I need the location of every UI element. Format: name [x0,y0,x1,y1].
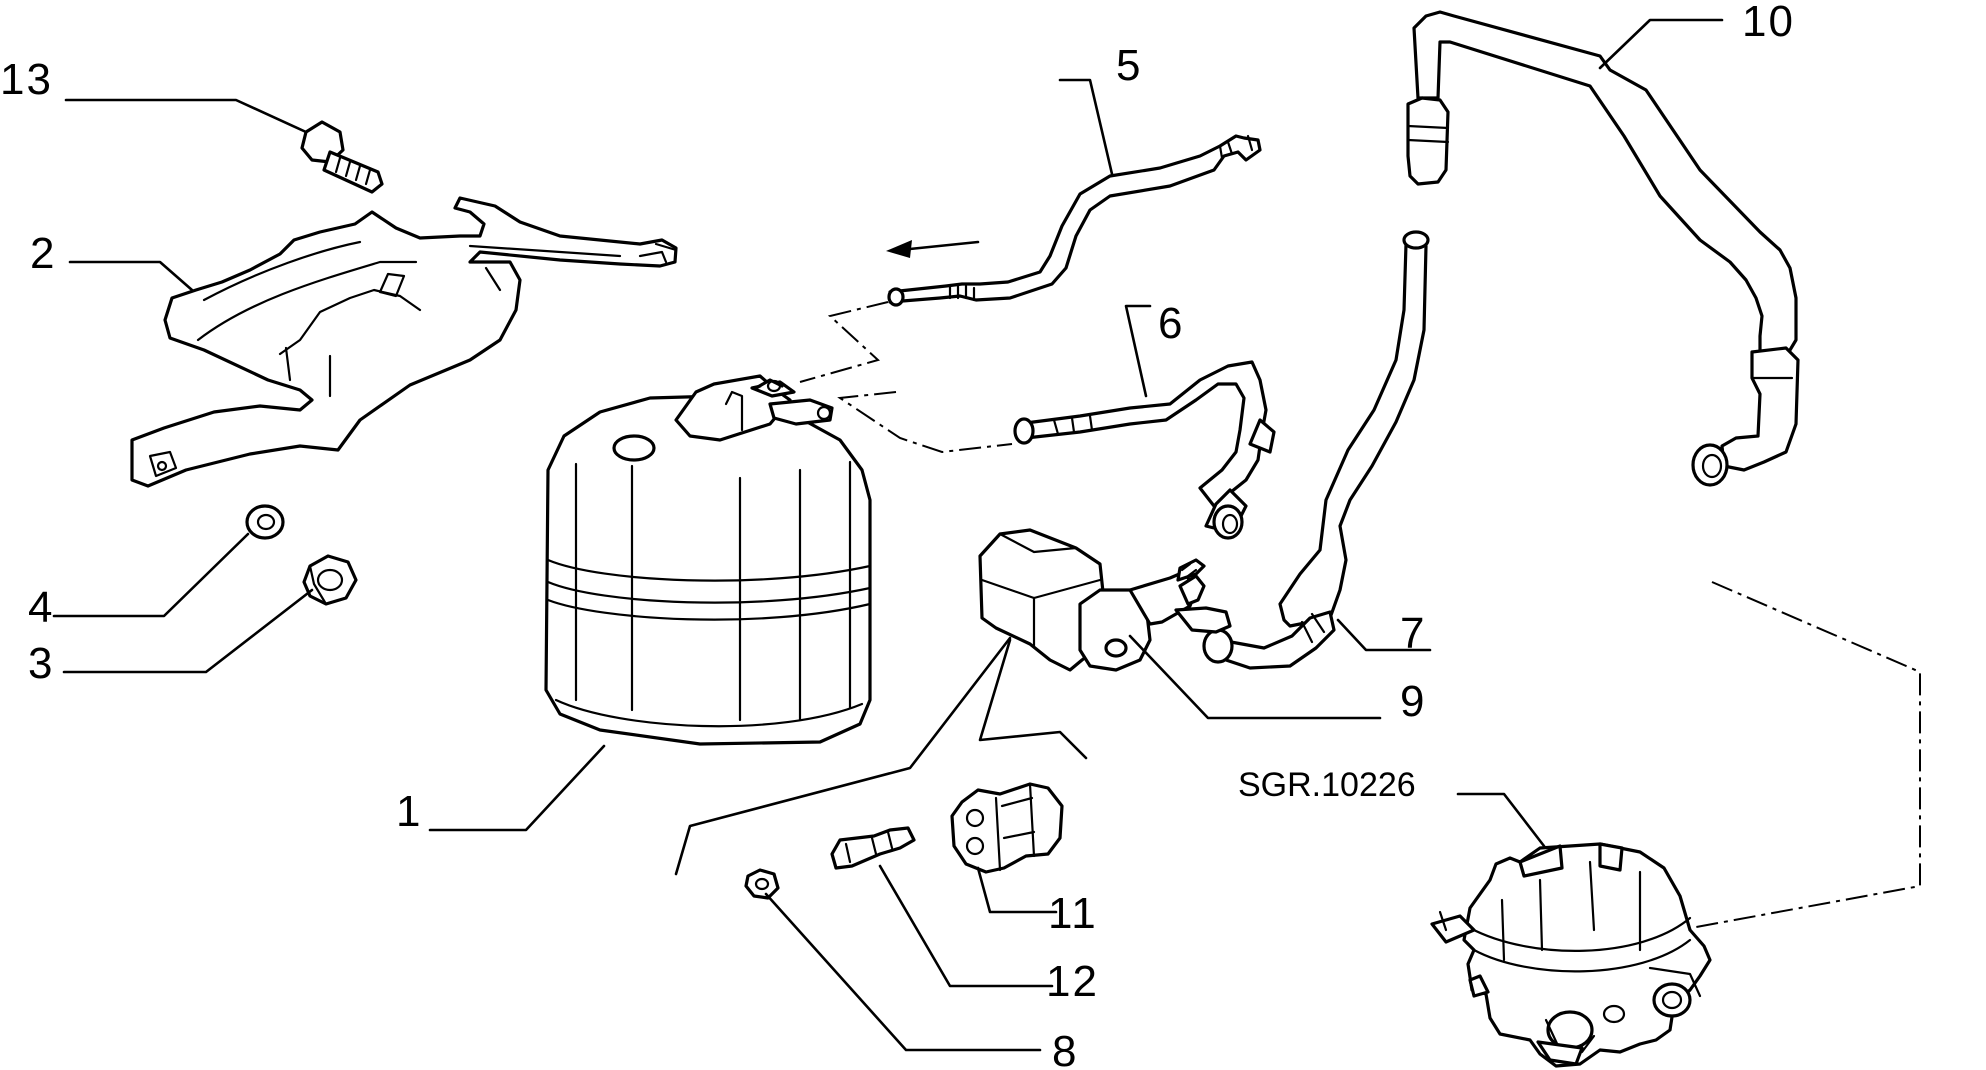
valve-9 [978,528,1232,672]
terminal-12 [830,826,916,870]
callout-5: 5 [1116,41,1142,90]
hose-7 [1202,230,1430,670]
washer-4 [245,504,285,540]
throttle-body-assembly [1430,842,1712,1068]
flow-arrow [886,240,980,258]
leader-lines [52,18,1724,1052]
canister-1 [544,374,872,746]
plug-8 [744,868,780,900]
callout-11: 11 [1048,889,1098,938]
nut-3 [302,554,358,606]
callout-3: 3 [28,639,54,688]
bolt-13 [300,120,384,194]
hose-5 [887,134,1262,307]
callout-12: 12 [1046,957,1099,1006]
callout-6: 6 [1158,299,1184,348]
reference-code: SGR.10226 [1238,766,1416,804]
callouts: 13 2 4 3 1 5 6 7 9 10 11 12 8 SGR.10226 [0,0,1795,1070]
callout-10: 10 [1742,0,1795,46]
callout-2: 2 [30,229,56,278]
callout-8: 8 [1052,1027,1078,1070]
callout-13: 13 [0,55,53,104]
callout-4: 4 [28,583,54,632]
connector-11 [950,782,1064,874]
assembly-lines [799,301,1921,931]
hose-6 [1013,360,1276,540]
callout-9: 9 [1400,677,1426,726]
pipe-10 [1406,10,1800,487]
callout-7: 7 [1400,609,1426,658]
bracket-2 [130,196,678,488]
callout-1: 1 [396,787,422,836]
